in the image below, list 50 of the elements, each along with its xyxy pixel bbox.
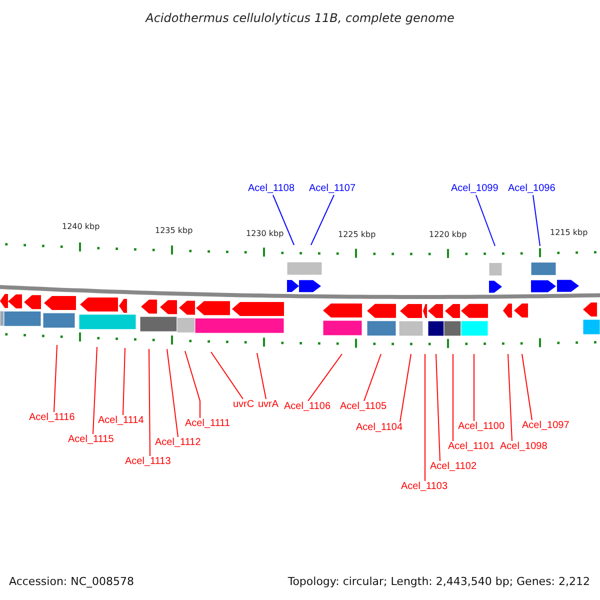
leader-line [308, 354, 342, 402]
gene-label: Acel_1102 [430, 461, 477, 473]
leader-line [148, 348, 150, 456]
leader-line [400, 354, 412, 422]
footer-text: Accession: NC_008578 [9, 575, 134, 588]
leader-line [532, 194, 540, 246]
gene-label: Acel_1100 [458, 421, 505, 433]
leader-line [476, 194, 496, 246]
leader-line [256, 352, 266, 400]
leader-line [310, 194, 334, 246]
gene-label: Acel_1108 [248, 183, 295, 195]
gene-label: Acel_1116 [29, 412, 75, 424]
leader-line [436, 354, 440, 462]
scale-label: 1230 kbp [246, 229, 284, 239]
title: Acidothermus cellulolyticus 11B, complete genome [144, 11, 456, 25]
gene-label: Acel_1106 [284, 401, 331, 413]
gene-label: Acel_1113 [125, 456, 171, 468]
scale-label: 1240 kbp [62, 222, 100, 232]
leader-line [54, 344, 58, 412]
gene-label: Acel_1114 [98, 415, 144, 427]
scale-label: 1220 kbp [429, 230, 467, 240]
gene-label: Acel_1096 [508, 183, 556, 195]
gene-label: Acel_1112 [155, 437, 201, 449]
leader-line [184, 350, 200, 418]
leader-line [92, 346, 98, 434]
leader-line [522, 354, 532, 420]
leader-line [122, 348, 126, 416]
footer-text: Topology: circular; Length: 2,443,540 bp; Genes: 2,212 [288, 575, 590, 588]
gene-label: uvrA [258, 399, 279, 411]
scale-label: 1225 kbp [338, 230, 376, 240]
leader-line [424, 354, 426, 482]
gene-label: Acel_1103 [401, 481, 448, 493]
gene-label: Acel_1105 [340, 401, 387, 413]
leader-line [210, 352, 244, 400]
leader-line [166, 348, 178, 438]
scale-label: 1235 kbp [155, 226, 193, 236]
leader-line [508, 354, 512, 442]
gene-label: Acel_1107 [309, 183, 356, 195]
leader-line [452, 354, 454, 442]
gene-label: Acel_1104 [356, 422, 403, 434]
leader-line [364, 354, 382, 402]
gene-label: uvrC [233, 399, 254, 411]
leader-line [272, 194, 294, 246]
gene-label: Acel_1101 [448, 441, 495, 453]
gene-label: Acel_1097 [522, 420, 570, 432]
gene-label: Acel_1098 [500, 441, 548, 453]
gene-label: Acel_1099 [451, 183, 498, 195]
gene-label: Acel_1115 [68, 434, 114, 446]
scale-label: 1215 kbp [550, 228, 588, 238]
gene-label: Acel_1111 [185, 418, 230, 430]
